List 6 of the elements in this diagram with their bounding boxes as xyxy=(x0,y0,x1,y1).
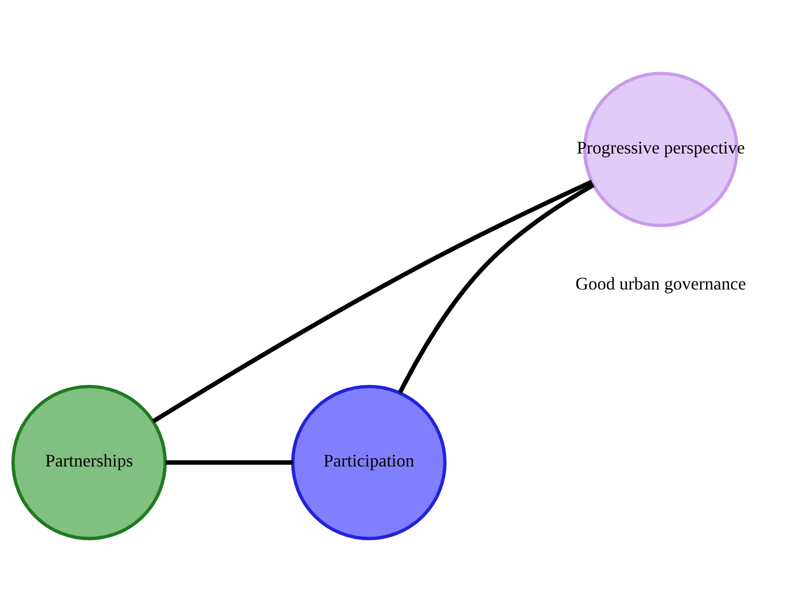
node-circle: Partnerships xyxy=(11,384,167,540)
connector xyxy=(166,460,293,464)
connector xyxy=(398,182,595,394)
connector xyxy=(152,179,593,423)
label: Good urban governance xyxy=(576,273,746,294)
node-circle: Participation xyxy=(291,384,447,540)
